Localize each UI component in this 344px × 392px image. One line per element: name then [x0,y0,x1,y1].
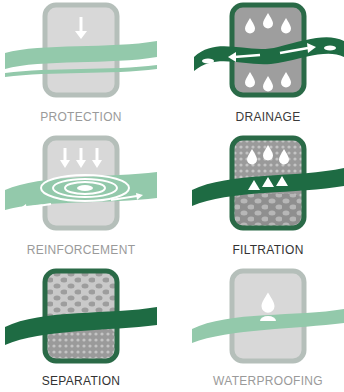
drainage-icon [194,5,344,95]
protection-icon [5,5,157,95]
icon-label: REINFORCEMENT [27,243,136,257]
waterproofing-icon [192,271,344,361]
icon-label: FILTRATION [232,243,303,257]
icon-label: WATERPROOFING [213,374,323,388]
icon-label: PROTECTION [40,110,122,124]
filtration-icon [192,138,344,228]
icon-label: SEPARATION [42,374,121,388]
separation-icon [5,271,157,361]
reinforcement-icon [5,138,157,228]
icon-label: DRAINAGE [235,110,300,124]
